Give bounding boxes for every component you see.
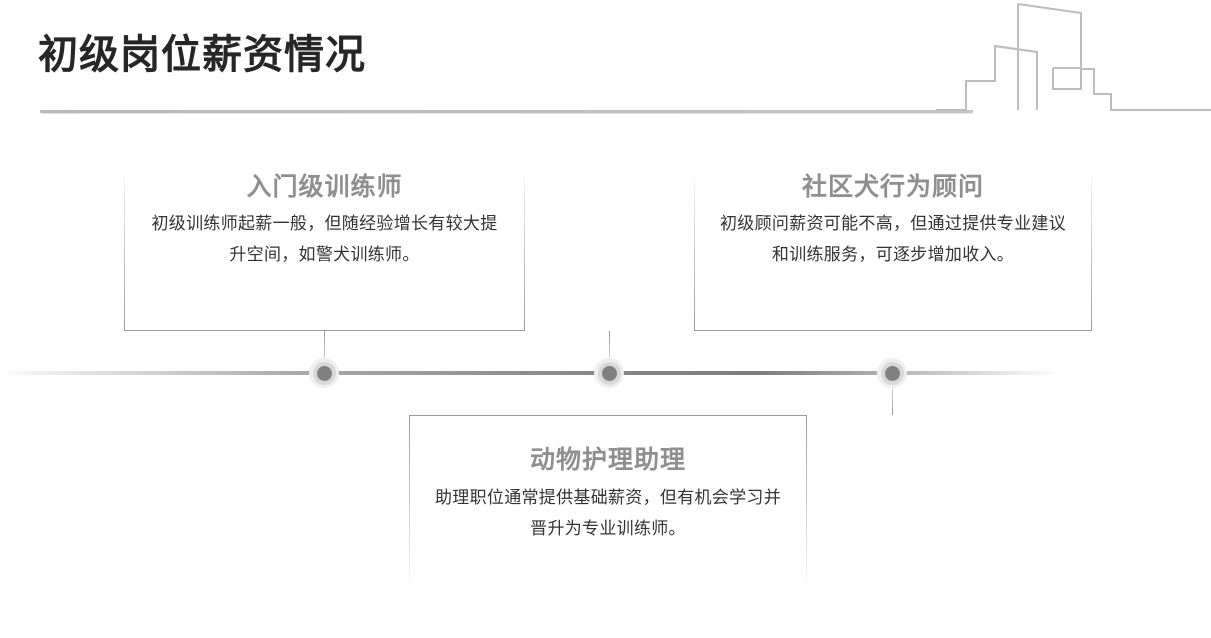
timeline-node-2-core: [601, 365, 617, 381]
card-behavior-consultant-body: 初级顾问薪资可能不高，但通过提供专业建议和训练服务，可逐步增加收入。: [720, 213, 1066, 264]
timeline-node-3[interactable]: [877, 358, 907, 388]
timeline-node-3-ring: [880, 361, 904, 385]
card-care-assistant[interactable]: 动物护理助理 助理职位通常提供基础薪资，但有机会学习并晋升为专业训练师。: [409, 415, 807, 590]
city-skyline-icon: [931, 0, 1211, 118]
timeline-node-2-ring: [597, 361, 621, 385]
card-entry-trainer-title: 入门级训练师: [246, 173, 403, 201]
card-entry-trainer[interactable]: 入门级训练师 初级训练师起薪一般，但随经验增长有较大提升空间，如警犬训练师。: [124, 168, 525, 331]
timeline-node-2[interactable]: [594, 358, 624, 388]
title-divider: [40, 110, 973, 114]
timeline-node-1-ring: [312, 361, 336, 385]
page-title: 初级岗位薪资情况: [38, 33, 366, 77]
card-care-assistant-title: 动物护理助理: [529, 446, 686, 474]
timeline-node-3-core: [884, 365, 900, 381]
card-care-assistant-body: 助理职位通常提供基础薪资，但有机会学习并晋升为专业训练师。: [435, 487, 781, 538]
card-entry-trainer-body: 初级训练师起薪一般，但随经验增长有较大提升空间，如警犬训练师。: [151, 213, 498, 264]
card-behavior-consultant-title: 社区犬行为顾问: [801, 173, 984, 201]
connector-card-entry-trainer: [324, 331, 325, 373]
card-behavior-consultant[interactable]: 社区犬行为顾问 初级顾问薪资可能不高，但通过提供专业建议和训练服务，可逐步增加收…: [694, 168, 1092, 331]
timeline-node-1[interactable]: [309, 358, 339, 388]
connector-card-care-assistant: [892, 373, 893, 415]
connector-card-behavior-consultant-upper: [609, 331, 610, 373]
timeline-node-1-core: [316, 365, 332, 381]
